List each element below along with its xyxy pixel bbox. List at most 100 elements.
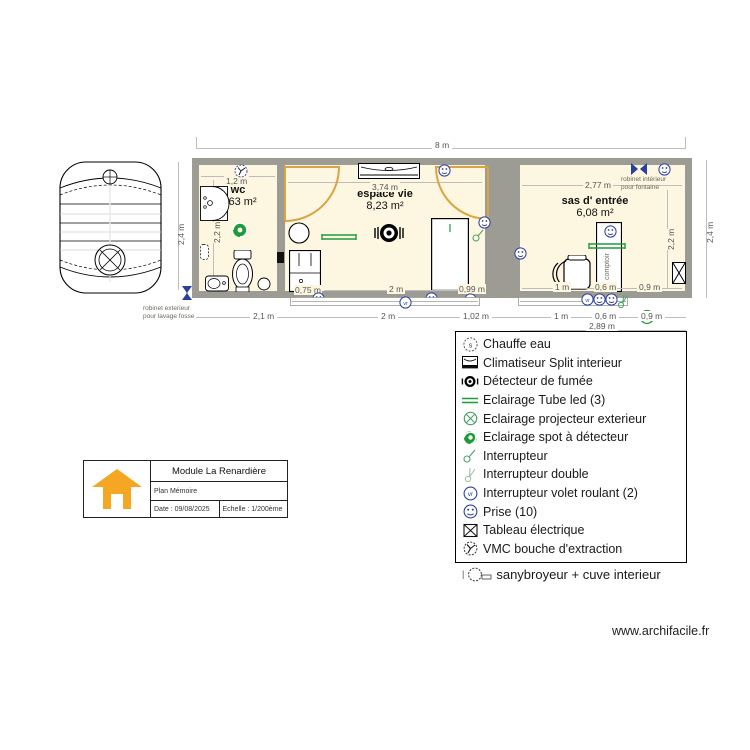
- outlet-icon[interactable]: [605, 293, 618, 306]
- vmc-extraction-icon: [460, 541, 480, 557]
- outlet-icon[interactable]: [593, 293, 606, 306]
- septic-tank: [58, 160, 163, 295]
- double-switch-icon: [460, 466, 480, 482]
- room-area-sas: 6,08 m²: [576, 207, 614, 219]
- legend-item-chauffe-eau[interactable]: s Chauffe eau: [460, 335, 682, 354]
- legend-label: VMC bouche d'extraction: [483, 541, 623, 556]
- motion-spot-icon[interactable]: [232, 222, 248, 238]
- house-logo-icon: [84, 461, 151, 517]
- shower-fixture: [200, 186, 238, 221]
- svg-text:vr: vr: [585, 298, 590, 304]
- outlet-icon[interactable]: [438, 164, 451, 177]
- tank-height-dimension: 2,4 m: [176, 223, 186, 245]
- bottom-dim-seg1: 2,1 m: [250, 311, 278, 321]
- right-height-dimension: 2,4 m: [705, 221, 715, 243]
- overall-width-dimension: 8 m: [432, 140, 453, 150]
- led-tube-icon[interactable]: [321, 228, 357, 240]
- room-name-wc: wc: [230, 184, 246, 196]
- bottom-dim-seg2: 2 m: [378, 311, 399, 321]
- legend-label: Eclairage projecteur exterieur: [483, 411, 647, 426]
- legend-item-detecteur-fumee[interactable]: Détecteur de fumée: [460, 372, 682, 391]
- wc-inner-dimension: 0,75 m: [294, 285, 322, 295]
- legend-item-prise[interactable]: Prise (10): [460, 502, 682, 521]
- legend-item-climatiseur[interactable]: Climatiseur Split interieur: [460, 354, 682, 373]
- legend-item-volet-roulant[interactable]: vr Interrupteur volet roulant (2): [460, 484, 682, 503]
- legend-label: Eclairage spot à détecteur: [483, 430, 629, 445]
- top-dim-tick-left: [196, 137, 197, 149]
- legend-item-sanybroyeur[interactable]: | sanybroyeur + cuve interieur: [462, 566, 661, 582]
- bottom-dim-seg5: 0,6 m: [592, 311, 620, 321]
- roller-shutter-switch-icon[interactable]: vr: [581, 293, 594, 306]
- sas-dim-a: 1 m: [553, 282, 572, 292]
- double-switch-icon[interactable]: [617, 294, 629, 309]
- led-tube-icon: [460, 392, 480, 408]
- legend-item-interrupteur[interactable]: Interrupteur: [460, 447, 682, 466]
- air-conditioner-icon: [460, 355, 480, 371]
- bottom-dim-seg3: 1,02 m: [460, 311, 492, 321]
- legend-item-tableau-electrique[interactable]: Tableau électrique: [460, 521, 682, 540]
- air-conditioner-unit: [358, 163, 420, 179]
- led-tube-icon[interactable]: [588, 237, 626, 249]
- top-dim-tick-right: [685, 137, 686, 149]
- counter-label: comptoir: [604, 253, 611, 280]
- sanybroyeur-icon: [467, 566, 493, 582]
- project-name: Module La Renardière: [151, 461, 287, 482]
- exterior-tap-icon: [180, 284, 194, 302]
- roller-shutter-switch-icon[interactable]: vr: [399, 296, 412, 309]
- legend-label: Tableau électrique: [483, 523, 585, 538]
- smoke-detector-icon[interactable]: [373, 223, 405, 243]
- espacevie-inner-dimension: 2 m: [387, 284, 406, 294]
- wc-sanybroyeur-icon: [257, 277, 271, 291]
- outlet-icon[interactable]: [478, 216, 491, 229]
- plan-subtitle: Plan Mémoire: [151, 482, 287, 501]
- room-label-sas: sas d' entrée 6,08 m²: [540, 195, 650, 219]
- bottom-dim-line: [196, 317, 686, 318]
- legend-label: Climatiseur Split interieur: [483, 355, 622, 370]
- tank-tap-note-line1: robinet exterieur: [143, 305, 190, 312]
- door-swing-sas: [434, 166, 489, 221]
- sanybroyeur-tick: |: [462, 569, 465, 579]
- legend-label: Interrupteur double: [483, 467, 589, 482]
- vmc-extraction-icon[interactable]: [234, 164, 248, 178]
- window-espacevie: [290, 293, 480, 306]
- legend-item-interrupteur-double[interactable]: Interrupteur double: [460, 465, 682, 484]
- room-name-sas: sas d' entrée: [561, 195, 629, 207]
- archifacile-watermark: www.archifacile.fr: [612, 624, 710, 638]
- fountain-note-line1: robinet intérieur: [621, 176, 667, 183]
- sas-chair: [550, 254, 592, 293]
- svg-text:s: s: [468, 342, 472, 349]
- sas-dim-c: 0,9 m: [637, 282, 663, 292]
- switch-icon: [460, 448, 480, 464]
- fountain-note-line2: pour fontaine: [621, 184, 659, 191]
- wc-height-dimension: 2,2 m: [212, 221, 222, 243]
- outlet-icon[interactable]: [514, 247, 527, 260]
- legend-label: Chauffe eau: [483, 337, 551, 352]
- espacevie-right-dimension: 0,99 m: [458, 284, 486, 294]
- outlet-icon[interactable]: [658, 163, 671, 176]
- tank-tap-note-line2: pour lavage fosse: [143, 313, 195, 320]
- legend-label: Détecteur de fumée: [483, 374, 593, 389]
- floor-plan-canvas: 2,4 m robinet exterieur pour lavage foss…: [0, 0, 750, 340]
- partition-wall-wc-espacevie: [277, 158, 285, 298]
- svg-text:vr: vr: [467, 491, 473, 498]
- motion-spot-icon: [460, 429, 480, 445]
- right-height-dim-line: [706, 160, 707, 298]
- switch-icon[interactable]: [472, 228, 484, 242]
- legend-item-vmc[interactable]: VMC bouche d'extraction: [460, 540, 682, 559]
- plan-date: Date : 09/08/2025: [151, 501, 220, 517]
- electrical-panel-icon[interactable]: [672, 262, 686, 284]
- wc-wall-accessory: [200, 244, 209, 260]
- tank-height-dimension-line: [178, 162, 179, 290]
- tall-cabinet: [430, 217, 470, 292]
- bottom-dim-seg4: 1 m: [551, 311, 572, 321]
- sas-width-dimension: 2,77 m: [583, 180, 613, 190]
- bottom-total-dimension: 2,89 m: [586, 321, 618, 331]
- legend-item-spot-detecteur[interactable]: Eclairage spot à détecteur: [460, 428, 682, 447]
- legend-item-tube-led[interactable]: Eclairage Tube led (3): [460, 391, 682, 410]
- outlet-icon[interactable]: [604, 225, 617, 238]
- switch-icon[interactable]: [276, 251, 286, 264]
- smoke-detector-icon: [460, 373, 480, 389]
- legend-item-projecteur-exterieur[interactable]: Eclairage projecteur exterieur: [460, 409, 682, 428]
- wc-width-dimension: 1,2 m: [224, 176, 250, 186]
- legend-label: Interrupteur: [483, 448, 548, 463]
